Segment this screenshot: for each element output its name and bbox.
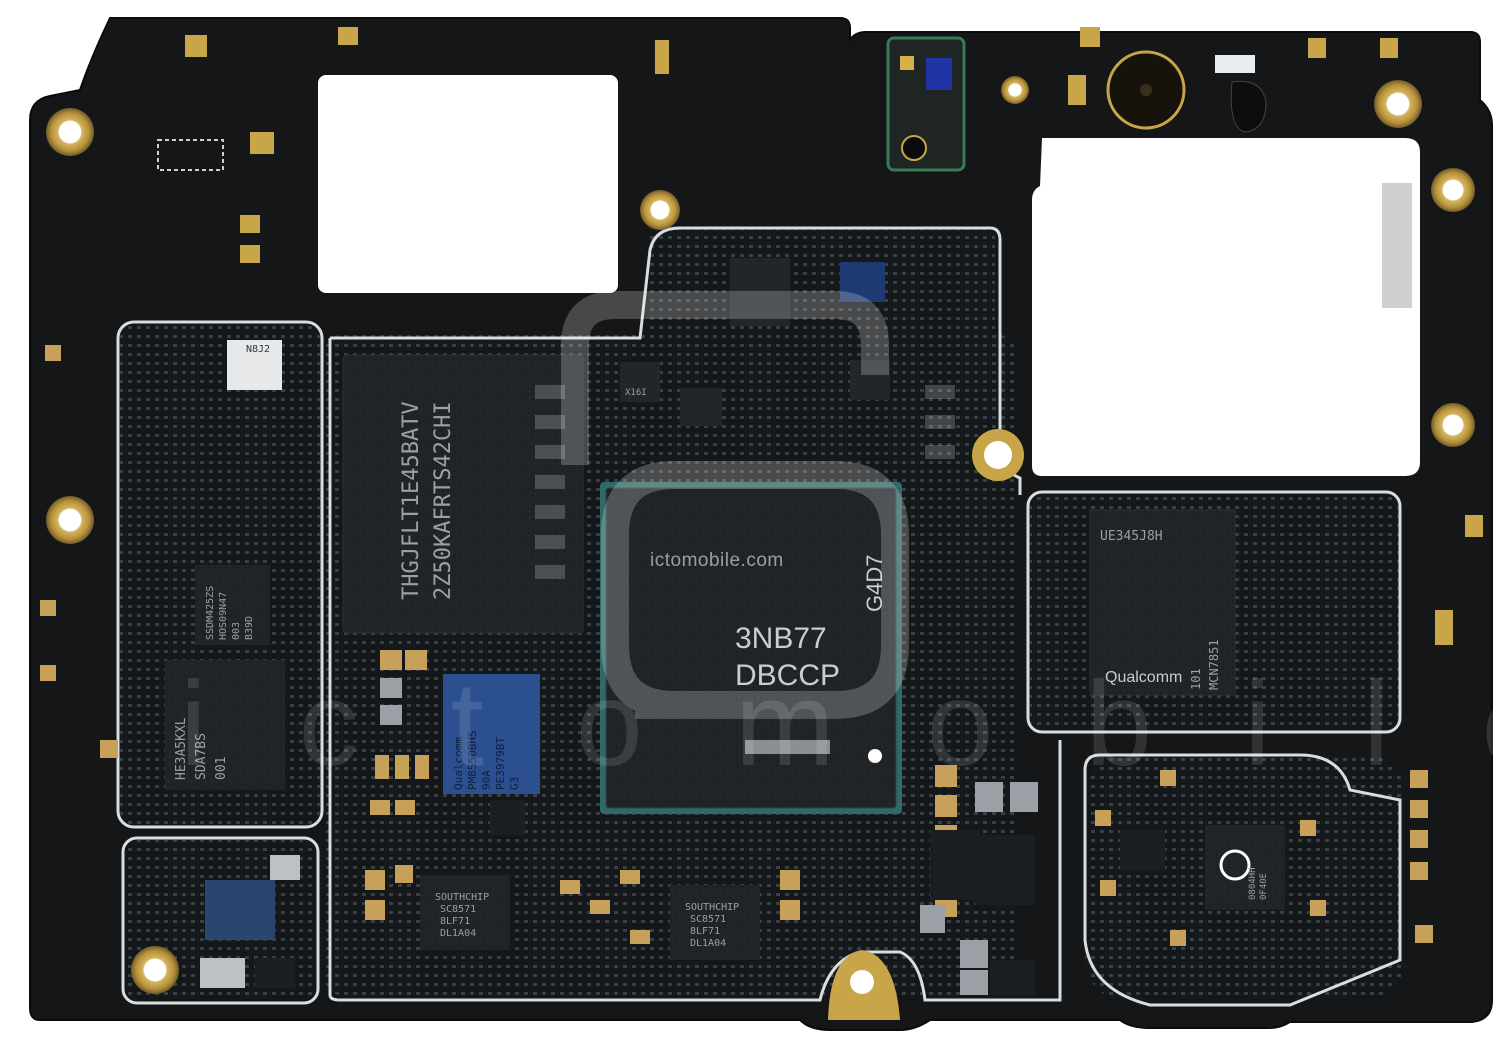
svg-text:003: 003 (231, 622, 242, 640)
passive-components (40, 345, 1433, 946)
svg-text:X16I: X16I (625, 388, 647, 398)
top-pads (185, 27, 1483, 645)
soc-chip (605, 487, 897, 809)
svg-text:SSDM425ZS: SSDM425ZS (205, 586, 216, 640)
svg-text:THGJFLT1E45BATV: THGJFLT1E45BATV (399, 401, 424, 600)
svg-text:90A: 90A (480, 770, 493, 790)
svg-text:SC8571: SC8571 (440, 904, 476, 915)
svg-text:G4D7: G4D7 (862, 555, 887, 612)
svg-text:UE345J8H: UE345J8H (1100, 529, 1163, 544)
memory-chip (342, 354, 584, 634)
svg-text:3NB77: 3NB77 (735, 622, 827, 655)
svg-text:2Z50KAFRTS42CHI: 2Z50KAFRTS42CHI (431, 401, 456, 600)
svg-text:DBCCP: DBCCP (735, 659, 840, 692)
charger-chip-b (670, 885, 760, 960)
svg-text:MCN7851: MCN7851 (1207, 639, 1221, 690)
svg-text:DL1A04: DL1A04 (440, 928, 476, 939)
charger-chip-a (420, 875, 510, 950)
svg-text:8LF71: 8LF71 (440, 916, 470, 927)
svg-text:101: 101 (1189, 668, 1203, 690)
mounting-holes (46, 50, 1475, 1020)
svg-text:001: 001 (214, 757, 229, 780)
svg-text:HOS09N47: HOS09N47 (218, 592, 229, 640)
svg-text:PM8550BHS: PM8550BHS (466, 730, 479, 790)
inductors (920, 782, 1038, 995)
svg-text:Qualcomm: Qualcomm (452, 737, 465, 790)
svg-text:8LF71: 8LF71 (690, 926, 720, 937)
pmic-chip (443, 674, 540, 794)
cutout-top-right (1032, 138, 1420, 476)
dark-inductors (490, 800, 1165, 995)
svg-text:Qualcomm: Qualcomm (1105, 669, 1182, 686)
svg-text:DL1A04: DL1A04 (690, 938, 726, 949)
svg-text:B39D: B39D (244, 616, 255, 640)
rf-chip-left (165, 660, 285, 790)
svg-text:SC8571: SC8571 (690, 914, 726, 925)
svg-text:G3: G3 (508, 777, 521, 790)
svg-text:PE3979BT: PE3979BT (494, 737, 507, 790)
svg-text:SOUTHCHIP: SOUTHCHIP (435, 892, 489, 903)
cutout-top-left (318, 75, 618, 293)
svg-text:N8J2: N8J2 (246, 344, 270, 355)
small-chip-left (195, 565, 270, 645)
svg-text:SOUTHCHIP: SOUTHCHIP (685, 902, 739, 913)
svg-text:HE3A5KXL: HE3A5KXL (174, 717, 189, 780)
upper-mid-area (650, 228, 995, 338)
pmu-chip-right (1205, 825, 1285, 910)
svg-text:SDA7BS: SDA7BS (194, 733, 209, 780)
svg-text:0F40E: 0F40E (1259, 873, 1269, 900)
svg-text:0804HH: 0804HH (1248, 867, 1258, 900)
modem-chip (1089, 509, 1236, 696)
